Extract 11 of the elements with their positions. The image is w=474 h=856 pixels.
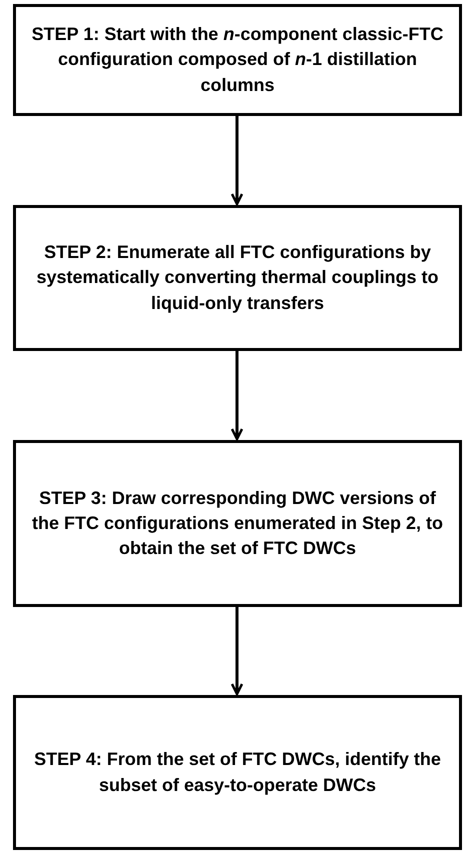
process-box bbox=[13, 440, 462, 607]
step-text: STEP 1: Start with the n-component classic-FTC configuration composed of n-1 distillation columns bbox=[30, 23, 444, 97]
process-box bbox=[13, 4, 462, 116]
arrow bbox=[230, 116, 244, 206]
process-box bbox=[13, 205, 462, 351]
step-text: STEP 4: From the set of FTC DWCs, identify the subset of easy-to-operate DWCs bbox=[33, 748, 442, 797]
step-text: STEP 2: Enumerate all FTC configurations by systematically converting thermal couplings to liquid-only transfers bbox=[35, 241, 440, 315]
arrow bbox=[230, 607, 244, 696]
step-text: STEP 3: Draw corresponding DWC versions of the FTC configurations enumerated in Step 2, to obtain the set of FTC DWCs bbox=[30, 486, 444, 560]
process-box bbox=[13, 695, 462, 850]
arrow bbox=[230, 351, 244, 440]
